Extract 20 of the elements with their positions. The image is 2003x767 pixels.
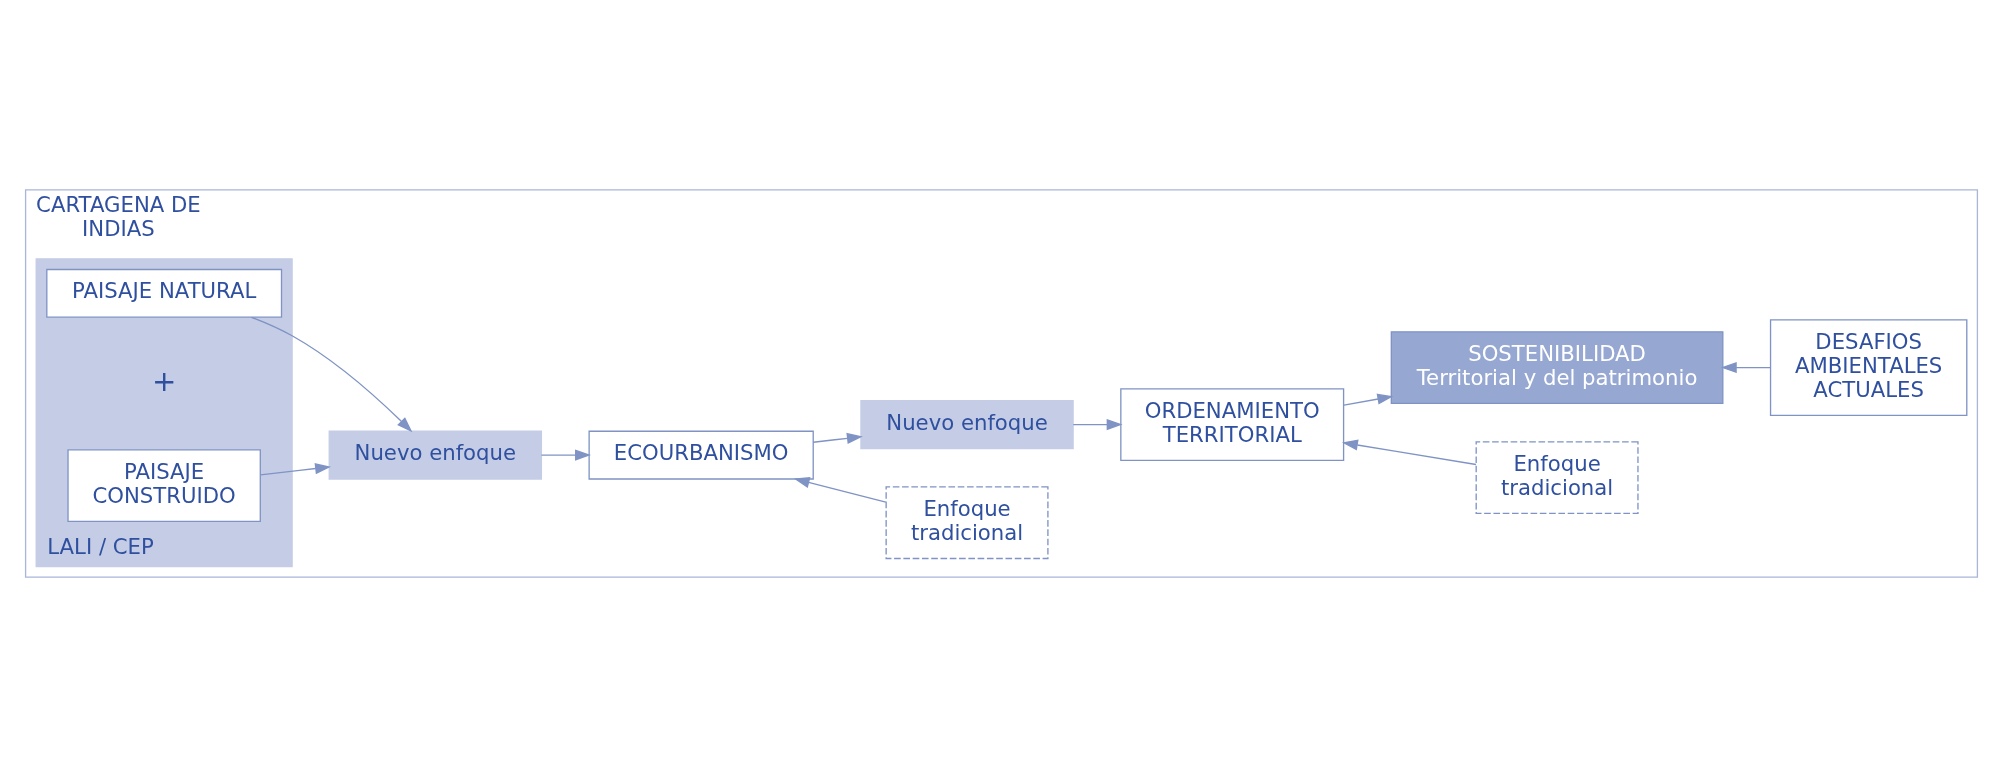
arrow (259, 463, 332, 476)
node-box: PAISAJE NATURAL (46, 268, 283, 318)
node-box: ORDENAMIENTO TERRITORIAL (1120, 388, 1345, 462)
arrow (1072, 419, 1123, 431)
arrow (1343, 393, 1394, 406)
arrow (250, 316, 413, 433)
arrow (812, 432, 863, 444)
arrow (1342, 439, 1477, 466)
node-box: ECOURBANISMO (588, 430, 814, 480)
node-box: Enfoque tradicional (1475, 441, 1639, 515)
node-box: Nuevo enfoque (328, 430, 543, 480)
arrow (1720, 362, 1772, 374)
arrow (540, 449, 591, 461)
label: + (151, 363, 177, 398)
node-box: Nuevo enfoque (860, 400, 1074, 450)
node-box: SOSTENIBILIDAD Territorial y del patrimonio (1390, 331, 1724, 405)
node-box: PAISAJE CONSTRUIDO (67, 449, 261, 523)
node-box: DESAFIOS AMBIENTALES ACTUALES (1769, 319, 1968, 416)
arrow (793, 477, 887, 503)
node-box: Enfoque tradicional (885, 486, 1049, 560)
